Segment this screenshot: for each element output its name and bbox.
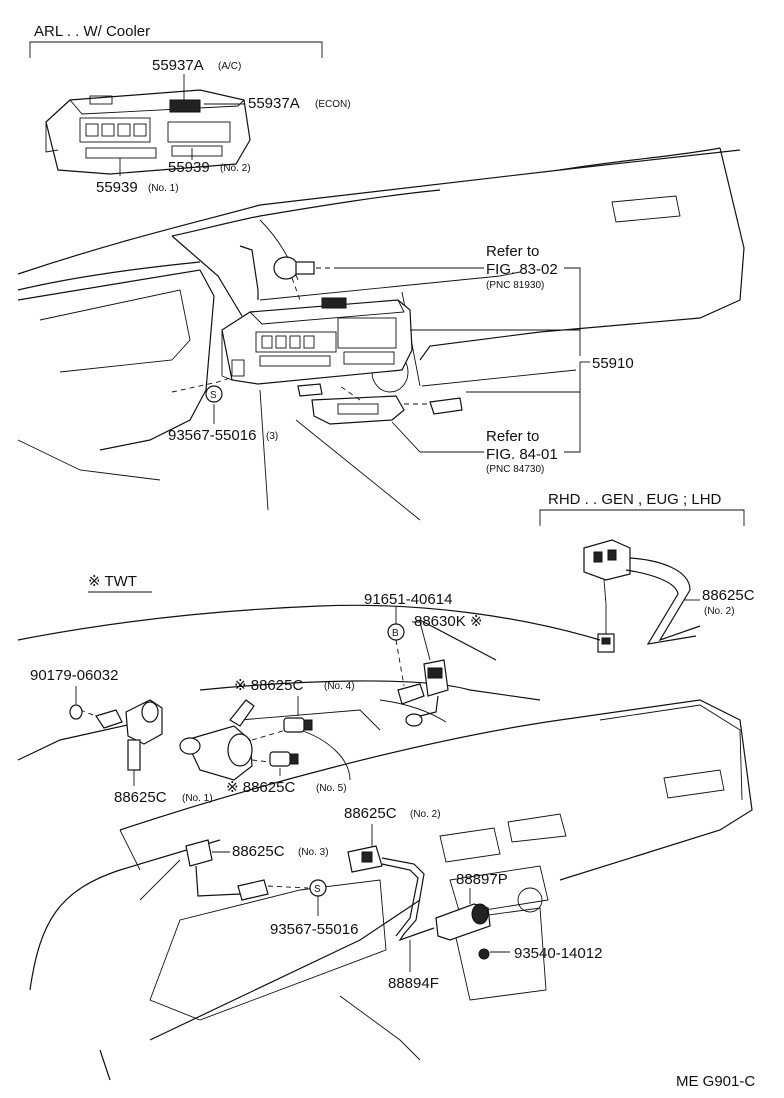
svg-text:(ECON): (ECON)	[315, 99, 351, 110]
svg-text:88625C: 88625C	[114, 789, 167, 806]
svg-text:55937A: 55937A	[152, 57, 204, 74]
svg-text:(3): (3)	[266, 431, 278, 442]
svg-text:※ TWT: ※ TWT	[88, 573, 137, 590]
svg-text:RHD . . GEN , EUG ; LHD: RHD . . GEN , EUG ; LHD	[548, 491, 722, 508]
svg-text:(PNC 84730): (PNC 84730)	[486, 464, 544, 475]
blower-switch	[297, 383, 463, 425]
s-screw-symbol-bottom: S 93567-55016	[267, 879, 358, 938]
clip-90179: 90179-06032	[30, 667, 118, 720]
svg-text:55939: 55939	[96, 179, 138, 196]
svg-text:90179-06032: 90179-06032	[30, 667, 118, 684]
b-bolt-symbol: B 91651-40614	[364, 591, 452, 687]
inset-control-panel	[45, 89, 251, 175]
callout-55937a-ac: 55937A (A/C)	[152, 57, 241, 100]
steering-column-switch	[179, 699, 287, 781]
screw-93540: 93540-14012	[478, 945, 602, 962]
callout-ref-fig-83-02: Refer to FIG. 83-02 (PNC 81930)	[336, 243, 581, 356]
svg-text:91651-40614: 91651-40614	[364, 591, 452, 608]
svg-text:Refer to: Refer to	[486, 243, 539, 260]
lower-dashboard	[17, 604, 753, 1081]
rhd-bracket: RHD . . GEN , EUG ; LHD	[539, 491, 745, 526]
twt-section-label: ※ TWT	[88, 573, 152, 593]
callout-55939-no1: 55939 (No. 1)	[96, 158, 179, 196]
svg-text:(No. 2): (No. 2)	[410, 809, 441, 820]
svg-text:93567-55016: 93567-55016	[270, 921, 358, 938]
svg-text:88625C: 88625C	[232, 843, 285, 860]
svg-text:93540-14012: 93540-14012	[514, 945, 602, 962]
section-arl-cooler-label: ARL . . W/ Cooler	[34, 23, 150, 40]
bulb-socket	[273, 256, 336, 301]
socket-no2-bottom: 88625C (No. 2)	[344, 805, 441, 873]
svg-text:(No. 4): (No. 4)	[324, 681, 355, 692]
svg-text:88894F: 88894F	[388, 975, 439, 992]
svg-text:55910: 55910	[592, 355, 634, 372]
screw-dash-line	[171, 377, 231, 393]
svg-text:88625C: 88625C	[702, 587, 755, 604]
relay-88630k: 88630K ※	[397, 613, 482, 727]
callout-88625c-no5: ※ 88625C (No. 5)	[226, 779, 347, 796]
callout-88625c-no1: 88625C (No. 1)	[114, 789, 213, 806]
rhd-wire-harness	[583, 539, 701, 653]
svg-text:(PNC 81930): (PNC 81930)	[486, 280, 544, 291]
svg-text:(A/C): (A/C)	[218, 61, 241, 72]
svg-text:55937A: 55937A	[248, 95, 300, 112]
callout-ref-fig-84-01: Refer to FIG. 84-01 (PNC 84730)	[391, 392, 581, 475]
svg-text:※ 88625C: ※ 88625C	[226, 779, 295, 796]
svg-text:※ 88625C: ※ 88625C	[234, 677, 303, 694]
wire-88894f: 88894F	[381, 857, 439, 992]
svg-text:(No. 2): (No. 2)	[220, 163, 251, 174]
bulb-socket-no5	[269, 751, 299, 776]
lighter-88897p: 88897P	[435, 871, 508, 941]
svg-text:B: B	[392, 628, 399, 639]
svg-text:S: S	[314, 884, 321, 895]
callout-88625c-rhd-no2: 88625C (No. 2)	[702, 587, 755, 617]
svg-text:(No. 1): (No. 1)	[182, 793, 213, 804]
bulb-socket-no4	[283, 696, 313, 733]
callout-55910: 55910	[410, 329, 634, 393]
socket-no3: 88625C (No. 3)	[185, 839, 329, 901]
svg-text:Refer to: Refer to	[486, 428, 539, 445]
svg-text:88630K ※: 88630K ※	[414, 613, 482, 630]
svg-text:(No. 5): (No. 5)	[316, 783, 347, 794]
callout-93567-3: 93567-55016 (3)	[168, 427, 278, 444]
arl-cooler-bracket: ARL . . W/ Cooler	[29, 23, 323, 58]
svg-text:93567-55016: 93567-55016	[168, 427, 256, 444]
svg-text:55939: 55939	[168, 159, 210, 176]
svg-text:88897P: 88897P	[456, 871, 508, 888]
callout-55939-no2: 55939 (No. 2)	[168, 148, 251, 176]
main-control-panel	[221, 297, 413, 385]
figure-code: ME G901-C	[676, 1073, 755, 1090]
svg-text:(No. 3): (No. 3)	[298, 847, 329, 858]
callout-55937a-econ: 55937A (ECON)	[204, 95, 351, 112]
svg-text:88625C: 88625C	[344, 805, 397, 822]
svg-text:S: S	[210, 390, 217, 401]
svg-text:FIG. 84-01: FIG. 84-01	[486, 446, 558, 463]
svg-text:FIG. 83-02: FIG. 83-02	[486, 261, 558, 278]
illumination-no1	[79, 699, 163, 786]
svg-text:(No. 2): (No. 2)	[704, 606, 735, 617]
svg-text:(No. 1): (No. 1)	[148, 183, 179, 194]
callout-88625c-no4: ※ 88625C (No. 4)	[234, 677, 355, 694]
s-screw-symbol-top: S	[205, 385, 223, 403]
